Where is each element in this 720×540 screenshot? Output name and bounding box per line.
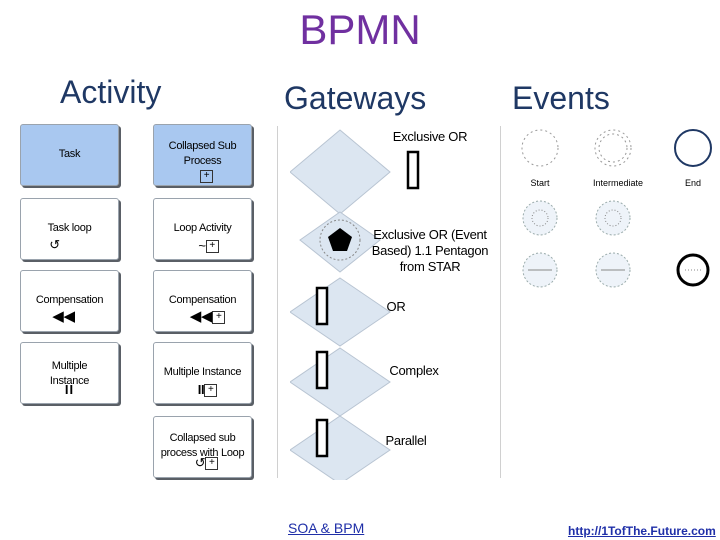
loop-plus-icon: ~+ — [166, 238, 251, 253]
compensation-plus-icon: ◀◀+ — [164, 307, 251, 325]
activity-collapsed-sub-process[interactable]: Collapsed Sub Process + — [153, 124, 252, 186]
activity-label: Loop Activity — [173, 222, 232, 234]
multiple-instance-icon: II — [64, 382, 75, 397]
activity-label: Task — [58, 148, 81, 160]
gateway-label: Exclusive OR — [392, 129, 468, 144]
intermediate-event-icon — [594, 129, 632, 167]
loop-icon: ↺ — [49, 237, 60, 252]
compensation-icon: ◀◀ — [52, 308, 75, 325]
page-title: BPMN — [299, 6, 421, 53]
activity-label: Multiple Instance — [163, 366, 242, 378]
footer-left-link[interactable]: SOA & BPM — [288, 520, 365, 536]
activity-loop-activity[interactable]: Loop Activity ~+ — [153, 198, 252, 260]
section-events: Events — [512, 80, 610, 116]
multiple-instance-plus-icon: II+ — [164, 382, 251, 397]
activity-task[interactable]: Task — [20, 124, 119, 186]
activity-multiple-instance-sub[interactable]: Multiple Instance II+ — [153, 342, 252, 404]
divider-line — [277, 126, 278, 478]
intermediate-timer-event-icon — [595, 200, 631, 236]
activity-collapsed-sub-loop[interactable]: Collapsed sub process with Loop ↺+ — [153, 416, 252, 478]
collapsed-plus-icon: + — [162, 168, 251, 183]
activity-multiple-instance[interactable]: Multiple Instance II — [20, 342, 119, 404]
section-gateways: Gateways — [284, 80, 427, 116]
activity-label: Compensation — [168, 294, 237, 306]
gateway-exclusive-or-event[interactable] — [299, 211, 381, 273]
activity-compensation-sub[interactable]: Compensation ◀◀+ — [153, 270, 252, 332]
event-label-end: End — [684, 178, 701, 188]
activity-label: Compensation — [35, 294, 104, 306]
pentagon-icon — [328, 228, 352, 251]
gateway-label: OR — [386, 299, 406, 314]
start-event-icon — [521, 129, 559, 167]
activity-task-loop[interactable]: Task loop ↺ — [20, 198, 119, 260]
activity-label: Task loop — [47, 222, 92, 234]
gateway-label: Exclusive OR (Event Based) 1.1 Pentagon … — [371, 227, 489, 274]
activity-label: Multiple Instance — [49, 360, 90, 387]
event-label-intermediate: Intermediate — [592, 178, 644, 188]
gateway-or[interactable] — [290, 277, 391, 347]
gateway-label: Parallel — [385, 433, 427, 448]
divider-line — [500, 126, 501, 478]
event-label-start: Start — [530, 178, 550, 188]
activity-compensation[interactable]: Compensation ◀◀ — [20, 270, 119, 332]
activity-label: Collapsed sub process with Loop — [160, 432, 245, 459]
events-diagram — [521, 129, 712, 288]
activity-label: Collapsed Sub Process — [168, 140, 237, 167]
gateway-label: Complex — [389, 363, 439, 378]
loop-plus-icon: ↺+ — [162, 455, 251, 471]
section-activity: Activity — [60, 74, 162, 110]
footer-right-link[interactable]: http://1TofThe.Future.com — [568, 524, 716, 538]
end-event-icon — [674, 129, 712, 167]
gateway-parallel[interactable] — [290, 415, 391, 480]
gateway-complex[interactable] — [290, 347, 391, 417]
gateways-diagram — [290, 129, 420, 480]
end-message-event-icon — [676, 253, 710, 287]
start-timer-event-icon — [522, 200, 558, 236]
